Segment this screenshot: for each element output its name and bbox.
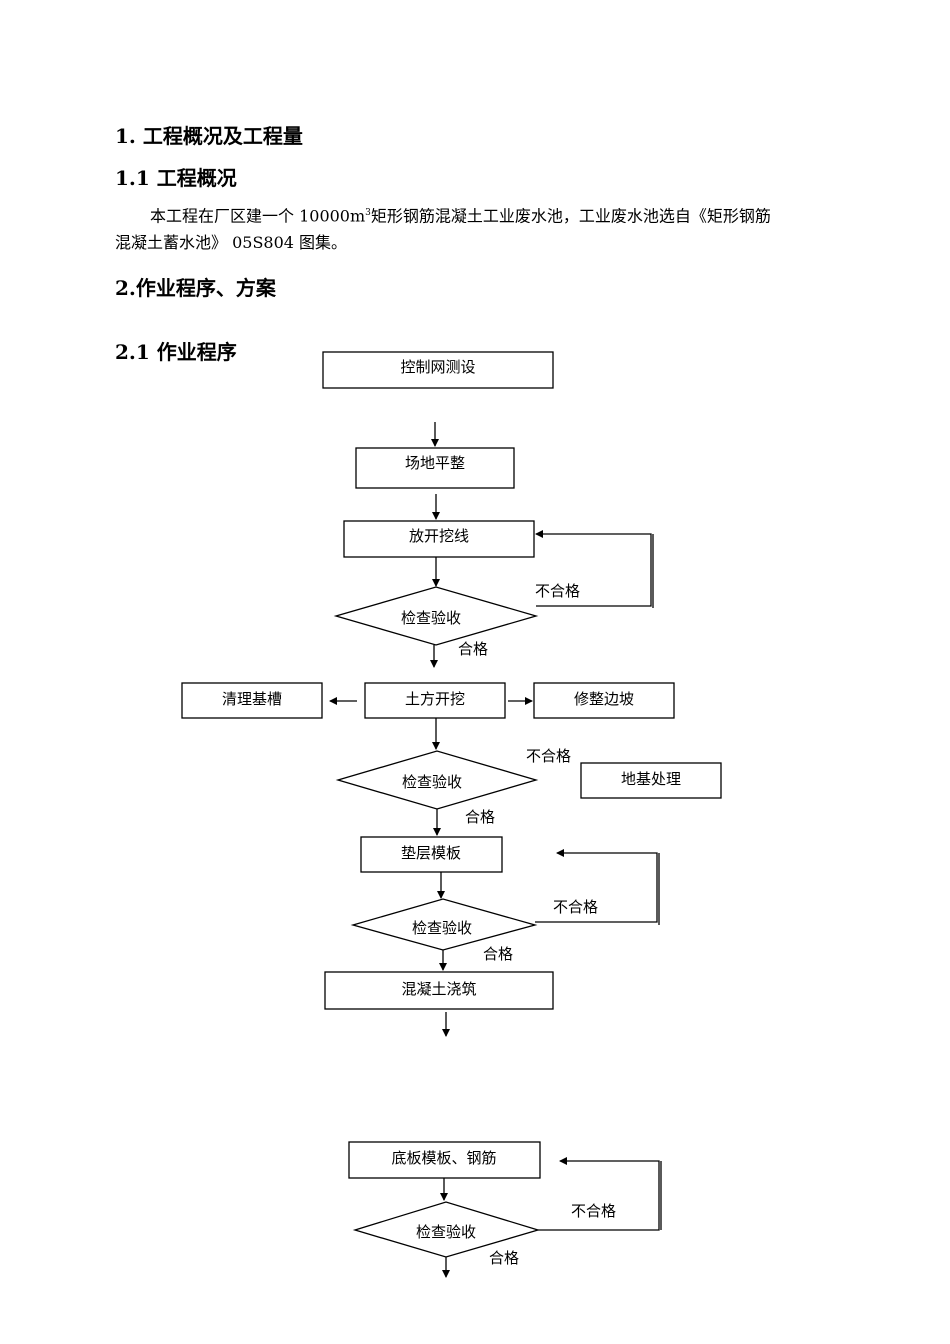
section-1-heading: 1. 工程概况及工程量 — [115, 124, 303, 148]
label-bottom-formwork-rebar: 底板模板、钢筋 — [391, 1149, 496, 1167]
box-site-leveling — [355, 447, 515, 489]
box-clean-trench — [181, 682, 323, 719]
label-site-leveling: 场地平整 — [405, 454, 465, 472]
label-pass-3: 合格 — [483, 945, 513, 963]
box-cushion-formwork — [360, 836, 503, 873]
label-inspect-2: 检查验收 — [402, 773, 462, 791]
section-2-1-heading: 2.1 作业程序 — [115, 340, 237, 364]
label-cushion-formwork: 垫层模板 — [401, 844, 461, 862]
label-concrete-pouring: 混凝土浇筑 — [401, 980, 476, 998]
paragraph-line-1: 本工程在厂区建一个 10000m3矩形钢筋混凝土工业废水池，工业废水池选自《矩形… — [150, 198, 771, 231]
label-earthwork: 土方开挖 — [405, 690, 465, 708]
box-earthwork — [364, 682, 506, 719]
label-pass-2: 合格 — [465, 808, 495, 826]
diamond-inspect-2 — [335, 750, 539, 810]
diamond-inspect-1 — [333, 586, 539, 646]
label-inspect-4: 检查验收 — [416, 1223, 476, 1241]
label-pass-4: 合格 — [489, 1249, 519, 1267]
paragraph-text-a: 本工程在厂区建一个 10000m — [150, 206, 366, 226]
label-inspect-1: 检查验收 — [401, 609, 461, 627]
label-fail-2: 不合格 — [526, 747, 571, 765]
label-fail-3: 不合格 — [553, 898, 598, 916]
label-pass-1: 合格 — [458, 640, 488, 658]
label-inspect-3: 检查验收 — [412, 919, 472, 937]
box-setout-lines — [343, 520, 535, 558]
diamond-inspect-3 — [350, 898, 538, 951]
paragraph-line-2: 混凝土蓄水池》 05S804 图集。 — [115, 233, 348, 252]
superscript: 3 — [365, 208, 371, 218]
paragraph-text-b: 矩形钢筋混凝土工业废水池，工业废水池选自《矩形钢筋 — [370, 206, 771, 226]
label-fail-4: 不合格 — [571, 1202, 616, 1220]
box-concrete-pouring — [324, 971, 554, 1010]
section-2-heading: 2.作业程序、方案 — [115, 276, 276, 300]
box-foundation-treatment — [580, 762, 722, 799]
box-control-network — [322, 351, 554, 389]
label-fail-1: 不合格 — [535, 582, 580, 600]
label-setout-lines: 放开挖线 — [409, 527, 469, 545]
label-control-network: 控制网测设 — [400, 358, 475, 376]
section-1-1-heading: 1.1 工程概况 — [115, 166, 237, 190]
label-foundation-treatment: 地基处理 — [621, 770, 681, 788]
box-trim-slope — [533, 682, 675, 719]
label-clean-trench: 清理基槽 — [222, 690, 282, 708]
label-trim-slope: 修整边坡 — [574, 690, 634, 708]
